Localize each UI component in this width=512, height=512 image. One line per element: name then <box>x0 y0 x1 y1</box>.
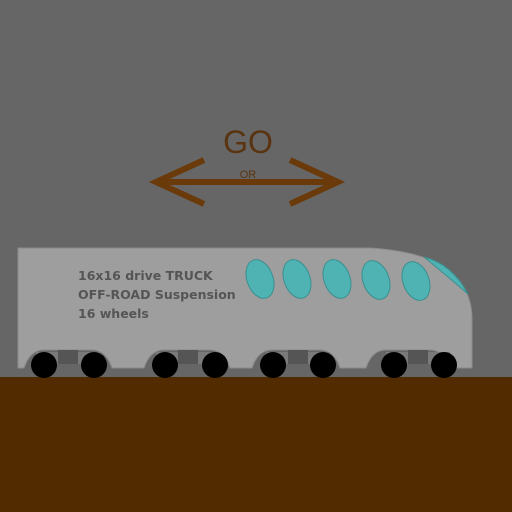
truck-label-line-1: 16x16 drive TRUCK <box>78 268 213 283</box>
wheel <box>31 352 57 378</box>
wheel <box>81 352 107 378</box>
wheel <box>310 352 336 378</box>
wheel <box>202 352 228 378</box>
go-instruction: GO <box>223 124 273 160</box>
or-instruction: OR <box>239 169 257 181</box>
window <box>282 259 312 299</box>
wheel <box>431 352 457 378</box>
window <box>245 259 275 299</box>
truck-label-line-3: 16 wheels <box>78 306 149 321</box>
wheel <box>260 352 286 378</box>
ground <box>0 377 512 512</box>
wheel <box>152 352 178 378</box>
window <box>361 260 391 300</box>
wheel <box>381 352 407 378</box>
truck-body <box>17 247 473 369</box>
window <box>401 261 431 301</box>
window <box>322 259 352 299</box>
truck-label-line-2: OFF-ROAD Suspension <box>78 287 236 302</box>
windshield <box>423 256 469 295</box>
